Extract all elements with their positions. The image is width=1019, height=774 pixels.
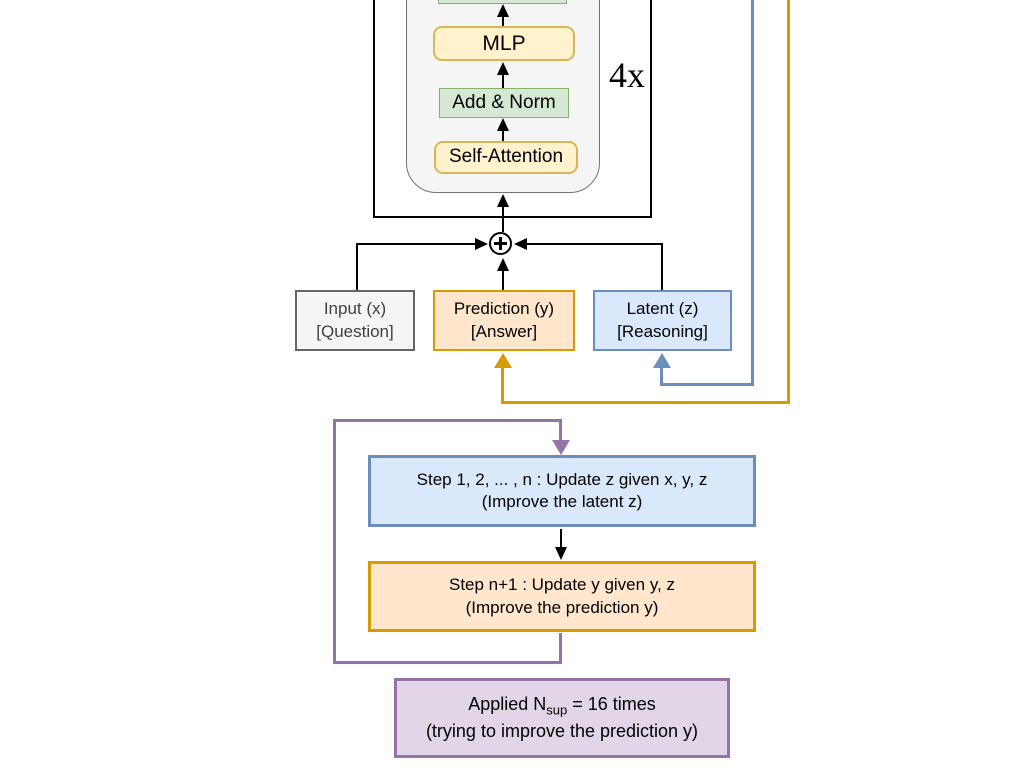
- mlp-box: MLP: [433, 26, 575, 61]
- recursion-loop-top-hline: [333, 419, 562, 422]
- applied-nsup-subscript: sup: [546, 702, 568, 718]
- prediction-to-sum-head: [497, 258, 509, 271]
- add-norm-label: Add & Norm: [452, 91, 556, 113]
- update-z-to-y-head: [555, 547, 567, 560]
- plus-circle-icon: [489, 232, 512, 255]
- latent-to-sum-hline: [527, 243, 663, 245]
- latent-to-sum-vline: [661, 244, 663, 290]
- prediction-feedback-head: [494, 353, 512, 368]
- update-z-line1: Step 1, 2, ... , n : Update z given x, y…: [416, 469, 708, 489]
- arrow-addnorm-to-mlp-line: [502, 73, 504, 88]
- prediction-feedback-vline: [787, 0, 790, 404]
- update-z-to-y-line: [560, 529, 562, 548]
- truncated-top-box: [438, 0, 567, 4]
- update-y-box: Step n+1 : Update y given y, z (Improve …: [368, 561, 756, 632]
- input-box: Input (x) [Question]: [295, 290, 415, 351]
- applied-nsup-line2: (trying to improve the prediction y): [425, 720, 699, 741]
- plus-icon-vbar: [499, 237, 502, 250]
- prediction-feedback-stem: [501, 367, 504, 404]
- applied-nsup-line1: Applied Nsup = 16 times: [468, 694, 656, 718]
- input-to-sum-hline: [356, 243, 476, 245]
- arrow-mlp-to-top-line: [502, 14, 504, 26]
- latent-to-sum-head: [514, 238, 527, 250]
- arrow-sum-to-transformer-line: [502, 206, 504, 232]
- arrow-addnorm-to-mlp-head: [497, 62, 509, 75]
- update-z-line2: (Improve the latent z): [481, 492, 643, 511]
- arrow-attn-to-addnorm-head: [497, 118, 509, 131]
- prediction-feedback-hline: [501, 401, 790, 404]
- input-to-sum-vline: [356, 244, 358, 290]
- self-attention-box: Self-Attention: [434, 141, 578, 174]
- prediction-label-line1: Prediction (y): [453, 299, 555, 319]
- recursion-loop-arrow-stem: [559, 419, 562, 442]
- update-y-line1: Step n+1 : Update y given y, z: [448, 575, 675, 595]
- prediction-label-line2: [Answer]: [470, 321, 538, 341]
- arrow-mlp-to-top-head: [497, 4, 509, 17]
- latent-feedback-hline: [660, 383, 754, 386]
- input-label-line1: Input (x): [323, 299, 387, 319]
- update-y-line2: (Improve the prediction y): [465, 597, 659, 617]
- self-attention-label: Self-Attention: [448, 146, 564, 168]
- repeat-loop-rect: [373, 0, 652, 218]
- recursion-loop-return-stem: [559, 633, 562, 664]
- recursion-loop-bottom-hline: [333, 661, 562, 664]
- latent-feedback-head: [653, 353, 671, 368]
- latent-label-line2: [Reasoning]: [617, 321, 708, 341]
- add-norm-box: Add & Norm: [439, 88, 569, 118]
- latent-feedback-stem: [660, 366, 663, 386]
- latent-label-line1: Latent (z): [626, 299, 699, 319]
- latent-box: Latent (z) [Reasoning]: [593, 290, 732, 351]
- update-z-box: Step 1, 2, ... , n : Update z given x, y…: [368, 455, 756, 527]
- repeat-count-label: 4x: [609, 55, 645, 95]
- input-to-sum-head: [475, 238, 488, 250]
- prediction-to-sum-line: [502, 270, 504, 290]
- arrow-sum-to-transformer-head: [497, 194, 509, 207]
- prediction-box: Prediction (y) [Answer]: [433, 290, 575, 351]
- applied-nsup-box: Applied Nsup = 16 times (trying to impro…: [394, 678, 730, 758]
- mlp-label: MLP: [482, 31, 526, 55]
- recursion-loop-arrow-head: [552, 440, 570, 455]
- recursion-loop-left-vline: [333, 419, 336, 664]
- input-label-line2: [Question]: [316, 321, 394, 341]
- arrow-attn-to-addnorm-line: [502, 129, 504, 141]
- latent-feedback-vline: [751, 0, 754, 386]
